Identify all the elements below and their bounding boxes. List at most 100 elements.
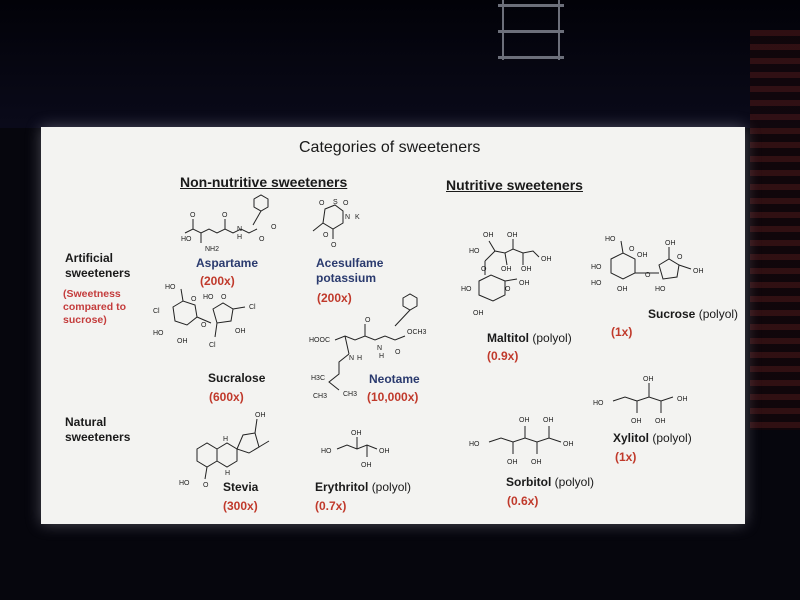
neotame-structure: O HOOC N H N H OCH3 O H3C CH3 CH3 (309, 292, 439, 402)
svg-text:OH: OH (507, 459, 518, 466)
svg-text:O: O (677, 254, 683, 261)
svg-text:HO: HO (179, 480, 190, 487)
svg-text:OH: OH (521, 266, 532, 273)
svg-text:OH: OH (507, 232, 518, 239)
svg-text:OH: OH (631, 418, 642, 425)
sweetness-ratio-sucralose: (600x) (209, 390, 244, 404)
svg-text:HOOC: HOOC (309, 337, 330, 344)
svg-text:O: O (629, 246, 635, 253)
svg-text:OH: OH (655, 418, 666, 425)
svg-text:OH: OH (351, 430, 362, 437)
svg-text:HO: HO (593, 400, 604, 407)
svg-text:Cl: Cl (209, 342, 216, 349)
svg-text:O: O (259, 236, 265, 243)
svg-text:O: O (331, 242, 337, 249)
svg-text:O: O (191, 296, 197, 303)
sweetener-name-sorbitol: Sorbitol (polyol) (506, 475, 595, 489)
svg-text:OH: OH (473, 310, 484, 317)
svg-text:OH: OH (541, 256, 552, 263)
svg-text:HO: HO (591, 280, 602, 287)
column-header-nutritive: Nutritive sweeteners (446, 177, 583, 193)
sweetener-name-neotame: Neotame (369, 372, 420, 386)
svg-text:H: H (223, 436, 228, 443)
svg-text:HO: HO (203, 294, 214, 301)
svg-text:OH: OH (501, 266, 512, 273)
svg-text:O: O (190, 212, 196, 219)
svg-text:HO: HO (655, 286, 666, 293)
svg-text:OH: OH (543, 417, 554, 424)
svg-text:H: H (357, 355, 362, 362)
svg-text:O: O (271, 224, 277, 231)
stage-truss (750, 30, 800, 430)
svg-text:OH: OH (693, 268, 704, 275)
svg-text:HO: HO (591, 264, 602, 271)
svg-text:OH: OH (519, 280, 530, 287)
svg-text:OH: OH (665, 240, 676, 247)
svg-text:OH: OH (177, 338, 188, 345)
maltitol-structure: OH OH HO OH OH O OH HO O OH OH (455, 225, 555, 335)
svg-text:O: O (343, 200, 349, 207)
sweetener-name-sucrose: Sucrose (polyol) (648, 307, 739, 321)
svg-text:O: O (201, 322, 207, 329)
svg-text:OH: OH (483, 232, 494, 239)
svg-text:HO: HO (469, 248, 480, 255)
slide-title: Categories of sweeteners (299, 139, 481, 156)
svg-text:O: O (645, 272, 651, 279)
sorbitol-structure: OH OH HO OH OH OH (467, 412, 587, 472)
svg-text:HO: HO (469, 441, 480, 448)
svg-text:O: O (221, 294, 227, 301)
svg-text:O: O (365, 317, 371, 324)
sweetener-name-erythritol: Erythritol (polyol) (315, 480, 412, 494)
stevia-structure: OH H H HO O (177, 409, 277, 489)
svg-text:S: S (333, 199, 338, 206)
svg-text:Cl: Cl (153, 308, 160, 315)
sweetness-ratio-neotame: (10,000x) (367, 390, 419, 404)
row-note-sweetness: (Sweetness compared to sucrose) (63, 288, 127, 326)
svg-text:NH2: NH2 (205, 246, 219, 253)
sweetener-name-acesulfame: Acesulfame potassium (316, 256, 384, 285)
column-header-non-nutritive: Non-nutritive sweeteners (180, 174, 348, 190)
svg-text:HO: HO (181, 236, 192, 243)
sweetness-ratio-stevia: (300x) (223, 499, 258, 513)
svg-text:OH: OH (379, 448, 390, 455)
sucralose-structure: HO Cl O HO OH O O HO Cl OH Cl (151, 277, 271, 367)
sweetness-ratio-aspartame: (200x) (200, 274, 235, 288)
svg-text:OH: OH (563, 441, 574, 448)
svg-text:HO: HO (153, 330, 164, 337)
svg-text:O: O (203, 482, 209, 489)
svg-text:O: O (323, 232, 329, 239)
svg-text:OH: OH (361, 462, 372, 469)
sucrose-structure: HO OH O HO OH HO O OH O HO OH (589, 229, 719, 309)
sweetener-name-xylitol: Xylitol (polyol) (613, 431, 692, 445)
svg-text:HO: HO (461, 286, 472, 293)
sweetener-name-sucralose: Sucralose (208, 371, 266, 385)
svg-text:CH3: CH3 (343, 391, 357, 398)
svg-text:N: N (349, 355, 354, 362)
svg-text:O: O (481, 266, 487, 273)
sweetness-ratio-maltitol: (0.9x) (487, 349, 519, 363)
svg-text:O: O (505, 286, 511, 293)
svg-text:H3C: H3C (311, 375, 325, 382)
svg-text:O: O (319, 200, 325, 207)
svg-text:OH: OH (235, 328, 246, 335)
svg-text:OH: OH (519, 417, 530, 424)
stage-ceiling (0, 0, 800, 128)
svg-text:OH: OH (677, 396, 688, 403)
svg-text:H: H (379, 353, 384, 360)
svg-text:OH: OH (255, 412, 266, 419)
acesulfame-structure: O S O N K O O (303, 197, 383, 257)
svg-text:H: H (225, 470, 230, 477)
svg-text:OH: OH (617, 286, 628, 293)
aspartame-structure: O O O HO N H NH2 O (179, 189, 289, 254)
svg-text:CH3: CH3 (313, 393, 327, 400)
svg-text:N: N (377, 345, 382, 352)
svg-text:H: H (237, 234, 242, 241)
erythritol-structure: OH HO OH OH (321, 425, 401, 475)
row-label-natural: Natural sweeteners (65, 415, 131, 444)
sweetness-ratio-erythritol: (0.7x) (315, 499, 347, 513)
svg-text:OH: OH (531, 459, 542, 466)
svg-text:N: N (237, 226, 242, 233)
xylitol-structure: OH HO OH OH OH (593, 371, 703, 431)
svg-text:O: O (222, 212, 228, 219)
sweetener-name-maltitol: Maltitol (polyol) (487, 331, 572, 345)
